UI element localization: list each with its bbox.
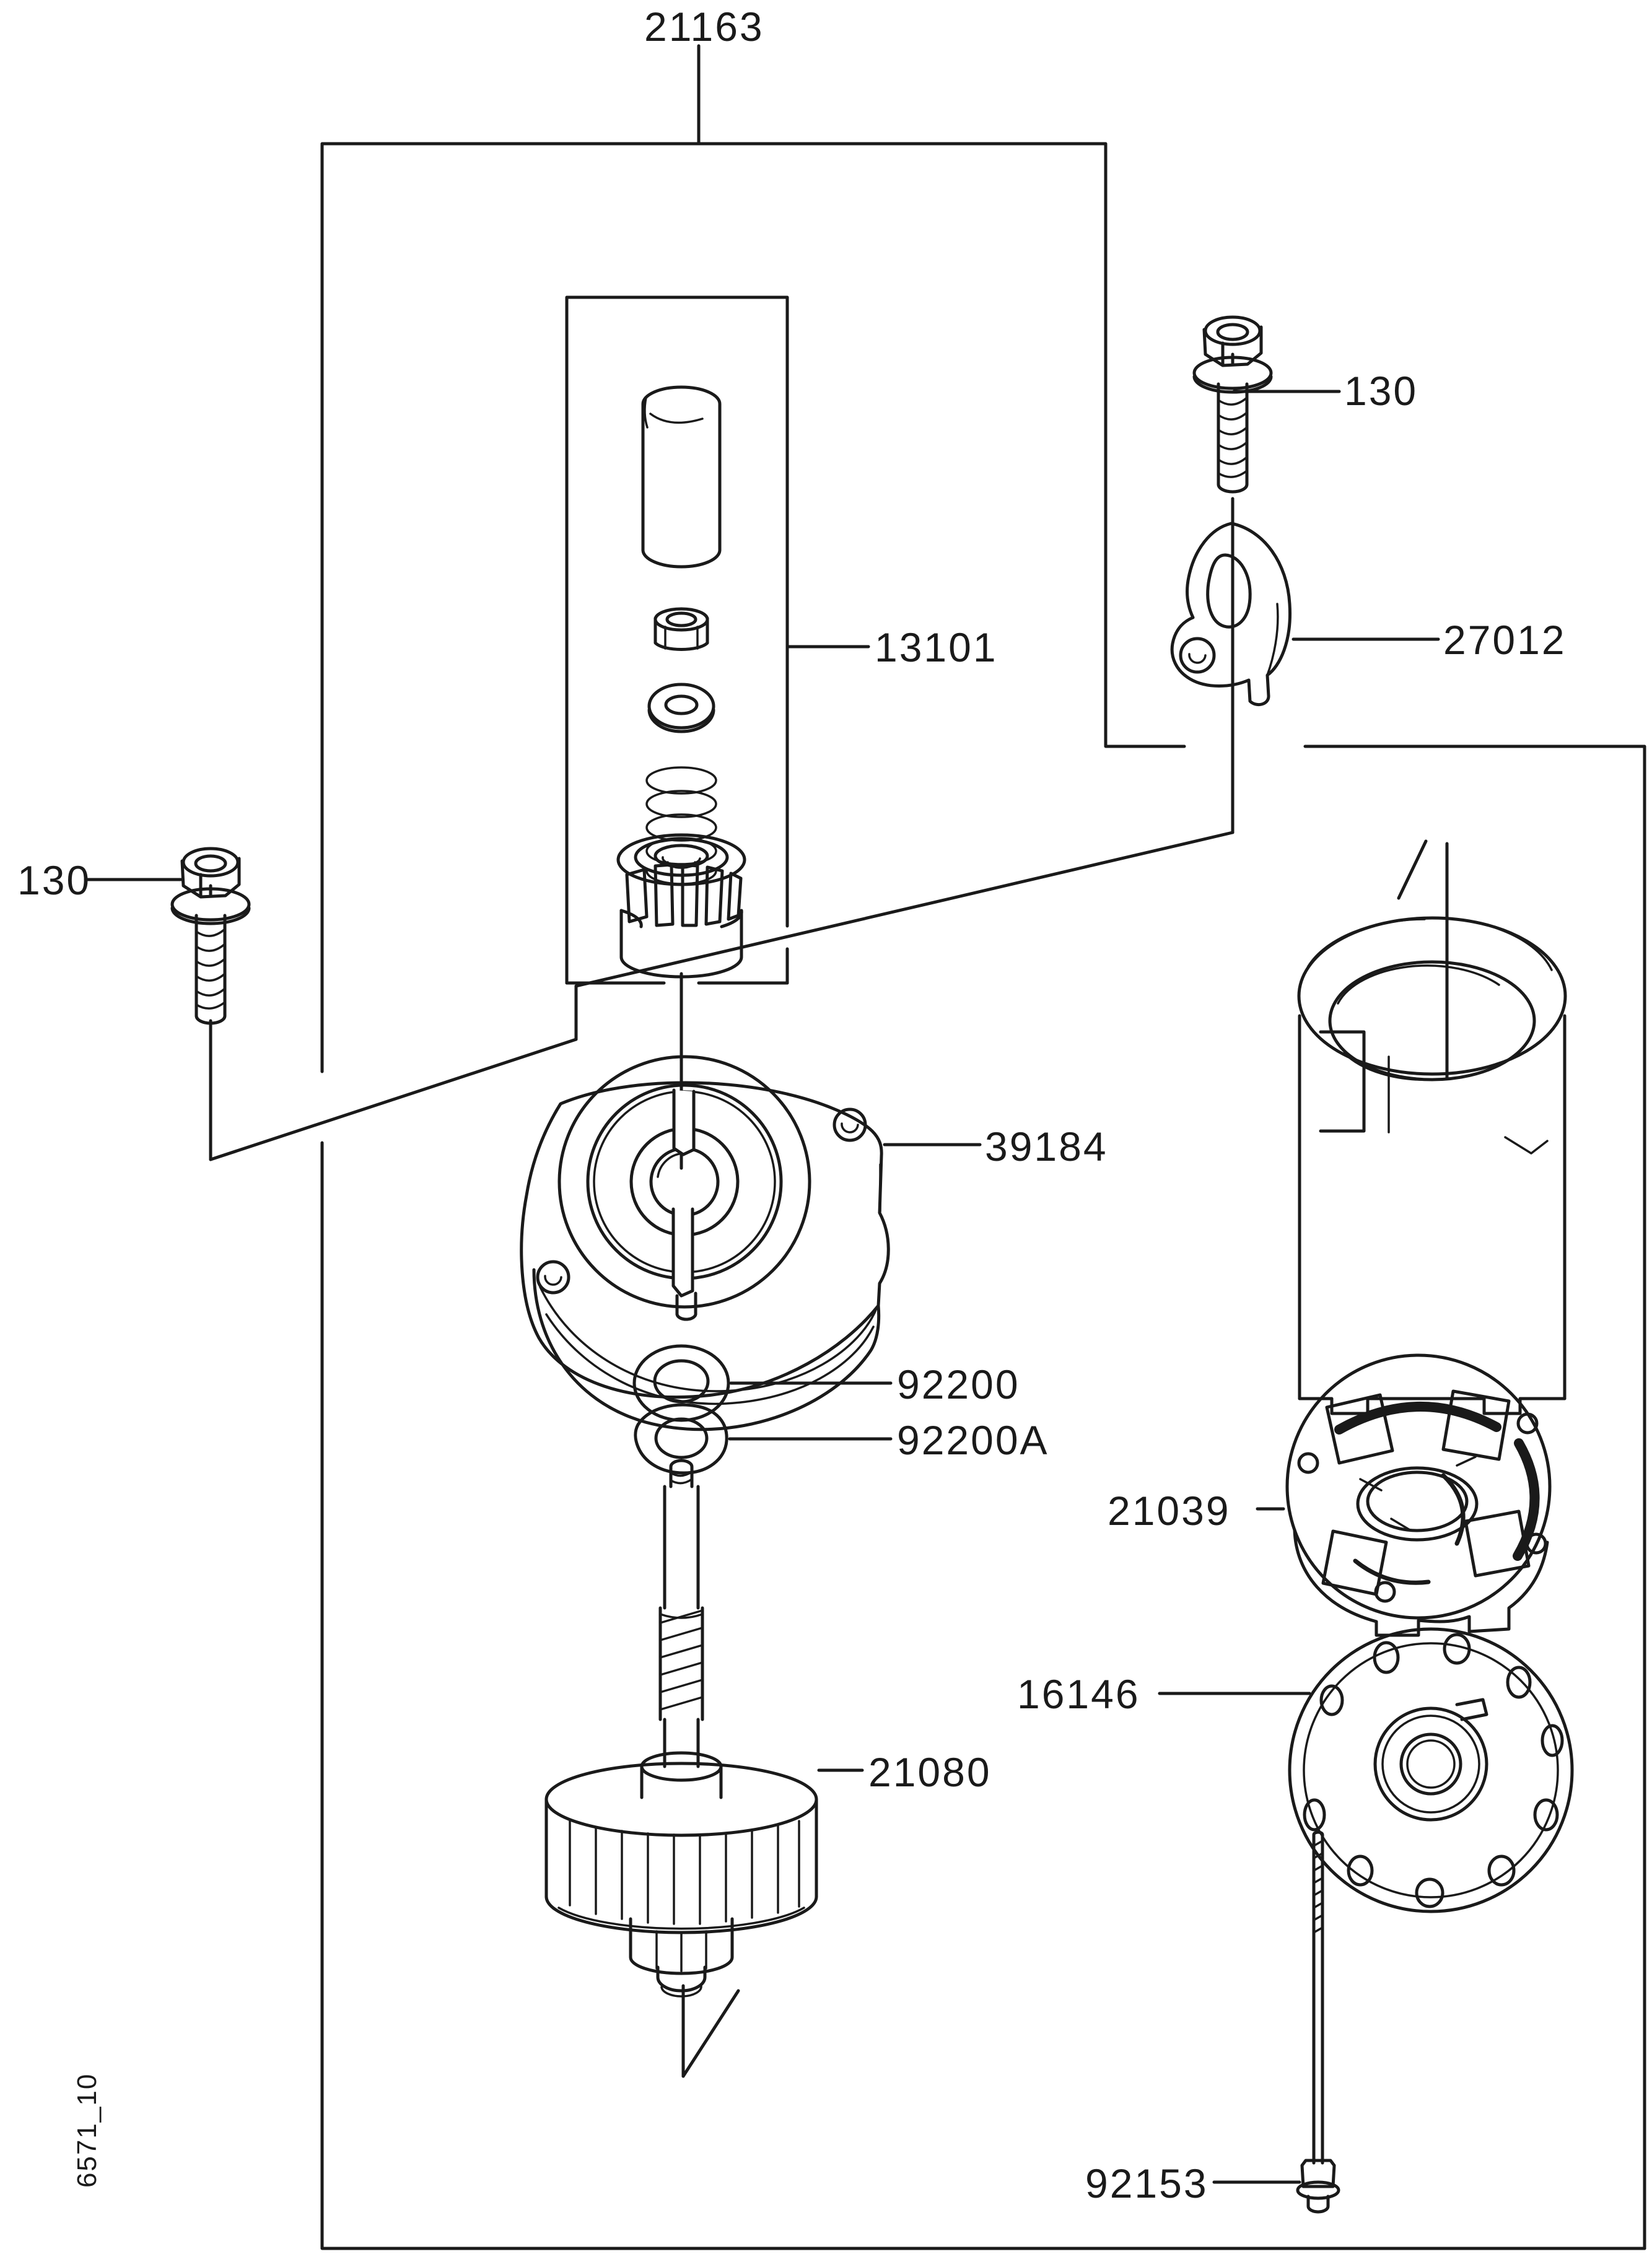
label-21163: 21163 — [644, 4, 764, 50]
core-laminations — [569, 1819, 800, 1925]
through-bolt-drawing — [1296, 1830, 1340, 2214]
label-92153: 92153 — [1085, 2160, 1208, 2206]
label-27012: 27012 — [1443, 617, 1567, 663]
bolt-left-drawing — [172, 849, 249, 1023]
brush-holder-drawing — [1285, 1353, 1552, 1637]
drive-washer — [647, 683, 715, 733]
label-92200: 92200 — [897, 1361, 1020, 1407]
label-92200a: 92200A — [897, 1417, 1049, 1463]
end-plate-drawing — [1288, 1627, 1574, 1913]
washer-92200-drawing — [632, 1344, 730, 1422]
housing-drawing — [1297, 916, 1567, 1415]
drive-nut — [653, 607, 709, 651]
armature-drawing — [544, 1459, 818, 1998]
bracket-drawing — [1170, 522, 1292, 707]
connector-leftbolt-diagonal — [209, 1037, 578, 1161]
plunger-cylinder — [641, 385, 722, 569]
assembly-box-21163 — [320, 142, 1646, 2250]
label-21080: 21080 — [868, 1749, 992, 1795]
washer-92200a-drawing — [634, 1403, 728, 1475]
label-39184: 39184 — [985, 1124, 1108, 1169]
housing-box — [1303, 745, 1646, 2250]
figure-code-watermark: 6571_10 — [72, 2073, 102, 2188]
leader-lines — [84, 44, 1449, 2184]
pinion-gear — [616, 833, 746, 979]
label-130-left: 130 — [17, 857, 91, 903]
label-16146: 16146 — [1017, 1671, 1140, 1717]
armature-axis-tick — [681, 1989, 740, 2078]
drive-set-drawing — [616, 385, 746, 979]
bolt-upper-right-drawing — [1194, 317, 1271, 492]
connector-bracket-diagonal — [574, 831, 1235, 988]
end-frame-drawing — [520, 1055, 890, 1431]
label-21039: 21039 — [1108, 1488, 1231, 1534]
label-13101: 13101 — [875, 624, 998, 670]
housing-axis-tick — [1397, 839, 1428, 900]
end-plate-rim-holes — [1303, 1633, 1564, 1908]
label-130-upper: 130 — [1344, 368, 1418, 414]
drive-set-box-13101 — [565, 295, 789, 985]
part-labels: 21163 130 27012 13101 130 39184 92200 92… — [17, 4, 1567, 2206]
